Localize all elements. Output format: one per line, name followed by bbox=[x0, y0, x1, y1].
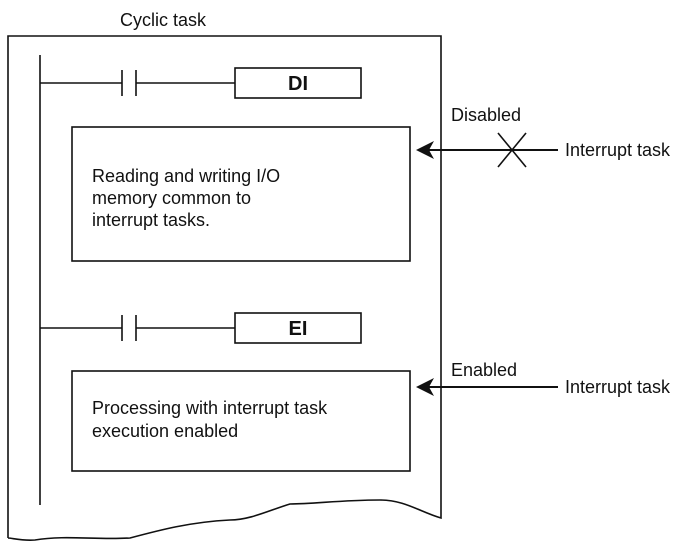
enabled-state-label: Enabled bbox=[451, 360, 517, 380]
enabled-interrupt-source-label: Interrupt task bbox=[565, 377, 671, 397]
ei-rung: EI bbox=[40, 312, 362, 344]
disabled-state-label: Disabled bbox=[451, 105, 521, 125]
disabled-region-line-2: memory common to bbox=[92, 188, 251, 208]
enabled-region-line-2: execution enabled bbox=[92, 421, 238, 441]
di-instruction-box bbox=[234, 67, 362, 99]
di-instruction-label: DI bbox=[288, 73, 308, 95]
disabled-region-line-3: interrupt tasks. bbox=[92, 210, 210, 230]
arrowhead-left-icon bbox=[416, 141, 434, 159]
enabled-region-line-1: Processing with interrupt task bbox=[92, 398, 328, 418]
enabled-interrupt-arrow bbox=[416, 378, 558, 396]
ei-instruction-box bbox=[234, 312, 362, 344]
cyclic-task-frame bbox=[7, 35, 442, 542]
ei-instruction-label: EI bbox=[289, 318, 308, 340]
disabled-region-line-1: Reading and writing I/O bbox=[92, 166, 280, 186]
disabled-interrupt-arrow bbox=[416, 132, 558, 168]
arrowhead-left-icon bbox=[416, 378, 434, 396]
diagram-title: Cyclic task bbox=[120, 10, 207, 30]
di-rung: DI bbox=[40, 67, 362, 99]
enabled-region-box bbox=[71, 370, 411, 472]
disabled-region-box bbox=[71, 126, 411, 262]
disabled-interrupt-source-label: Interrupt task bbox=[565, 140, 671, 160]
